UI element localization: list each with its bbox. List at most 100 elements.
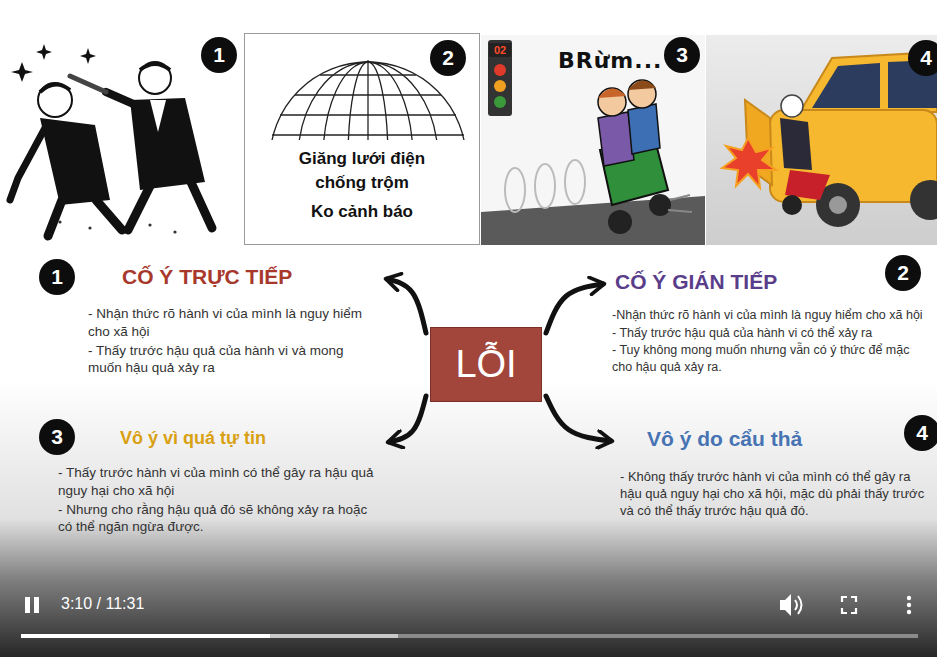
pause-icon xyxy=(25,597,30,613)
attacker-hair xyxy=(140,64,170,70)
volume-waves xyxy=(795,596,802,614)
traffic-light xyxy=(488,40,512,116)
panel-caption: Ko cảnh báo xyxy=(277,202,447,222)
meridian xyxy=(367,60,368,140)
progress-played xyxy=(21,634,270,638)
callout-number: 4 xyxy=(904,415,937,451)
panel-ground xyxy=(706,35,937,245)
stick xyxy=(70,76,106,92)
menu-dot xyxy=(907,603,911,607)
callout-number: 2 xyxy=(885,255,921,291)
video-shade xyxy=(0,380,937,657)
fault-type-block: CỐ Ý GIÁN TIẾP -Nhận thức rõ hành vi của … xyxy=(612,270,927,376)
attacker-legs xyxy=(128,180,212,230)
panel-caption: Giăng lưới điện chống trộm xyxy=(277,147,447,194)
parallel xyxy=(272,134,464,135)
victim-head xyxy=(38,83,72,117)
impact-burst xyxy=(722,138,776,188)
rider-hair xyxy=(628,80,656,90)
light-red xyxy=(494,64,506,76)
hand-drawn-arrow xyxy=(546,284,603,333)
hand-drawn-arrow xyxy=(387,279,426,333)
sound-effect: BRừm... xyxy=(558,48,662,73)
attacker-body xyxy=(130,98,205,190)
parallel xyxy=(320,74,416,75)
fault-description: - Thấy trước hậu quả của hành vi có thể … xyxy=(612,325,927,342)
ghost-rider xyxy=(535,164,555,208)
light-yellow xyxy=(494,80,506,92)
light-green xyxy=(494,96,506,108)
fault-heading: CỐ Ý TRỰC TIẾP xyxy=(122,265,378,289)
fault-type-block: CỐ Ý TRỰC TIẾP - Nhận thức rõ hành vi của… xyxy=(88,265,378,378)
callout-number: 2 xyxy=(430,40,466,76)
speed-lines xyxy=(668,195,692,212)
fight-illustration xyxy=(10,44,212,236)
motorbike-illustration xyxy=(481,35,705,245)
car-window xyxy=(812,63,880,108)
callout-number: 1 xyxy=(201,37,237,73)
star xyxy=(80,48,96,64)
fault-description: - Thấy trước hành vi của mình có thể gây… xyxy=(58,464,380,500)
star xyxy=(36,44,52,60)
rider-head xyxy=(598,88,626,116)
fault-heading: Vô ý do cẩu thả xyxy=(647,427,935,451)
victim-body xyxy=(40,118,110,205)
fault-description: - Nhưng cho rằng hậu quả đó sẽ không xảy… xyxy=(58,501,380,537)
progress-buffered xyxy=(21,634,398,638)
fault-description: - Nhận thức rõ hành vi của mình là nguy … xyxy=(88,305,378,341)
fault-description: - Không thấy trước hành vi của mình có t… xyxy=(620,468,935,519)
rider-body xyxy=(628,104,660,154)
menu-dot xyxy=(907,596,911,600)
car-hub xyxy=(829,196,847,214)
speck xyxy=(173,230,176,233)
callout-number: 4 xyxy=(908,40,937,76)
callout-number: 1 xyxy=(39,259,75,295)
scooter-rider xyxy=(780,118,812,170)
hand-drawn-arrow xyxy=(546,396,611,441)
star xyxy=(11,62,33,82)
fullscreen-icon xyxy=(842,597,856,613)
fault-heading: CỐ Ý GIÁN TIẾP xyxy=(615,270,927,294)
victim-hair xyxy=(40,84,70,92)
parallel xyxy=(295,94,441,95)
menu-dot xyxy=(907,610,911,614)
rider-hair xyxy=(598,88,626,98)
panel-ground xyxy=(481,35,705,245)
helmet xyxy=(781,95,803,117)
fault-description: - Tuy không mong muốn nhưng vẫn có ý thứ… xyxy=(612,342,927,375)
attacker-arm xyxy=(106,92,138,106)
bike-wheel xyxy=(608,210,632,234)
victim-arm xyxy=(10,128,45,200)
victim-legs xyxy=(48,200,122,236)
ghost-rider xyxy=(565,160,585,204)
speck xyxy=(148,223,151,226)
scooter-wheel xyxy=(782,195,802,215)
rider-head xyxy=(628,80,656,108)
countdown-number: 02 xyxy=(489,43,511,57)
speck xyxy=(58,220,61,223)
car-wheel xyxy=(910,180,937,220)
callout-number: 3 xyxy=(664,37,700,73)
central-title: LỖI xyxy=(455,343,516,386)
progress-track xyxy=(21,634,918,638)
hand-drawn-arrow xyxy=(389,396,426,442)
parallel xyxy=(280,114,456,115)
fault-description: -Nhận thức rõ hành vi của mình là nguy h… xyxy=(612,307,927,324)
bike-wheel xyxy=(649,194,671,216)
fault-heading: Vô ý vì quá tự tin xyxy=(120,428,380,449)
central-box: LỖI xyxy=(430,327,542,402)
pause-icon xyxy=(34,597,39,613)
attacker-head xyxy=(139,62,171,94)
fault-type-block: Vô ý vì quá tự tin - Thấy trước hành vi c… xyxy=(58,428,380,537)
attacker-shirt xyxy=(150,100,166,132)
callout-number: 3 xyxy=(39,419,75,455)
road xyxy=(481,196,705,245)
video-time: 3:10 / 11:31 xyxy=(61,595,144,613)
accident-illustration xyxy=(706,35,937,245)
fault-type-block: Vô ý do cẩu thả - Không thấy trước hành v… xyxy=(620,427,935,520)
car-body xyxy=(770,110,937,202)
volume-icon xyxy=(780,594,791,616)
fault-description: - Thấy trước hậu quả của hành vi và mong… xyxy=(88,342,378,378)
speck xyxy=(88,226,91,229)
